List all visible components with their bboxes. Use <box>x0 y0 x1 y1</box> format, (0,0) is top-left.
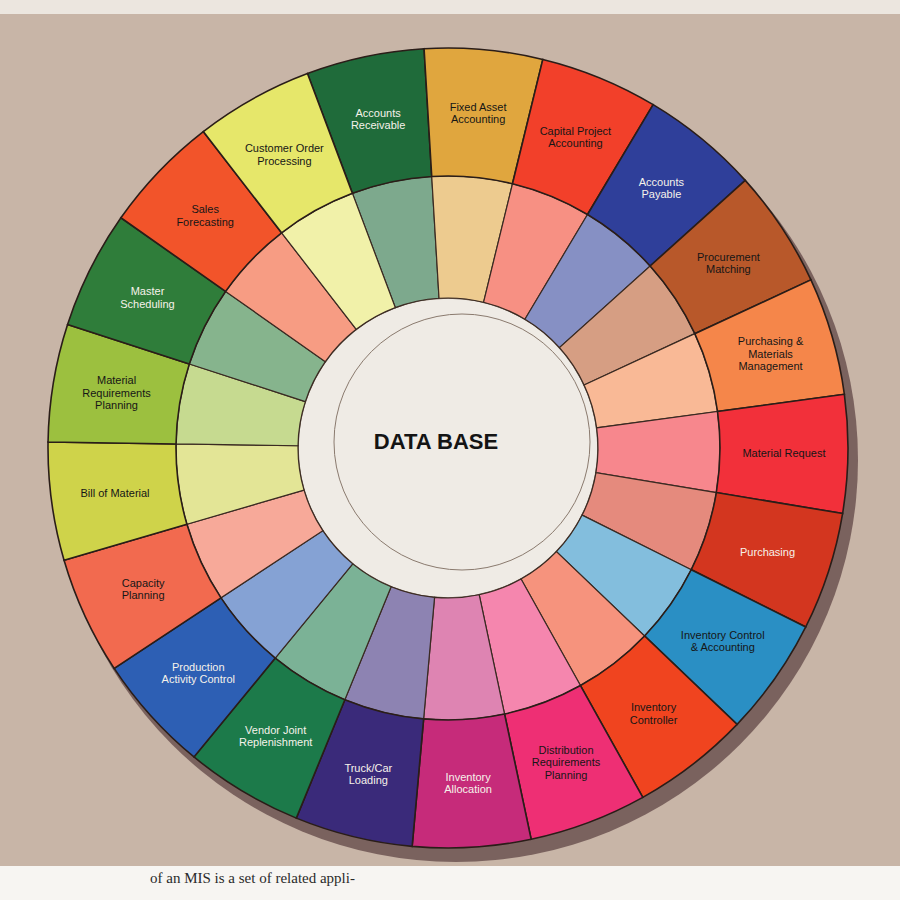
segment-label: Accounts Payable <box>619 176 703 201</box>
segment-label: Production Activity Control <box>156 661 240 686</box>
segment-label: Distribution Requirements Planning <box>524 744 608 781</box>
caption-fragment: of an MIS is a set of related appli- <box>150 870 355 887</box>
segment-label: Accounts Receivable <box>336 107 420 132</box>
segment-inner <box>424 595 505 720</box>
segment-label: Material Request <box>742 447 826 459</box>
segment-label: Purchasing & Materials Management <box>729 335 813 372</box>
segment-outer <box>695 280 845 412</box>
segment-outer <box>412 714 531 848</box>
segment-label: Inventory Controller <box>612 701 696 726</box>
segment-label: Master Scheduling <box>105 285 189 310</box>
segment-label: Inventory Allocation <box>426 771 510 796</box>
segment-label: Procurement Matching <box>686 251 770 276</box>
segment-label: Fixed Asset Accounting <box>436 101 520 126</box>
segment-label: Purchasing <box>726 546 810 558</box>
segment-label: Capital Project Accounting <box>533 125 617 150</box>
segment-label: Customer Order Processing <box>242 142 326 167</box>
segment-label: Material Requirements Planning <box>75 374 159 411</box>
segment-outline <box>46 440 307 563</box>
segment-label: Inventory Control & Accounting <box>681 629 765 654</box>
hub-title: DATA BASE <box>282 429 590 455</box>
segment-inner <box>176 444 304 524</box>
segment-label: Bill of Material <box>73 487 157 499</box>
segment-outer <box>203 74 352 233</box>
segment-label: Truck/Car Loading <box>326 762 410 787</box>
segment-label: Capacity Planning <box>101 577 185 602</box>
segment-label: Sales Forecasting <box>163 203 247 228</box>
page-margin <box>0 866 900 900</box>
segment-outer <box>48 442 187 560</box>
page-edge <box>0 0 900 14</box>
segment-label: Vendor Joint Replenishment <box>234 724 318 749</box>
application-segment: Bill of Material <box>46 440 307 563</box>
